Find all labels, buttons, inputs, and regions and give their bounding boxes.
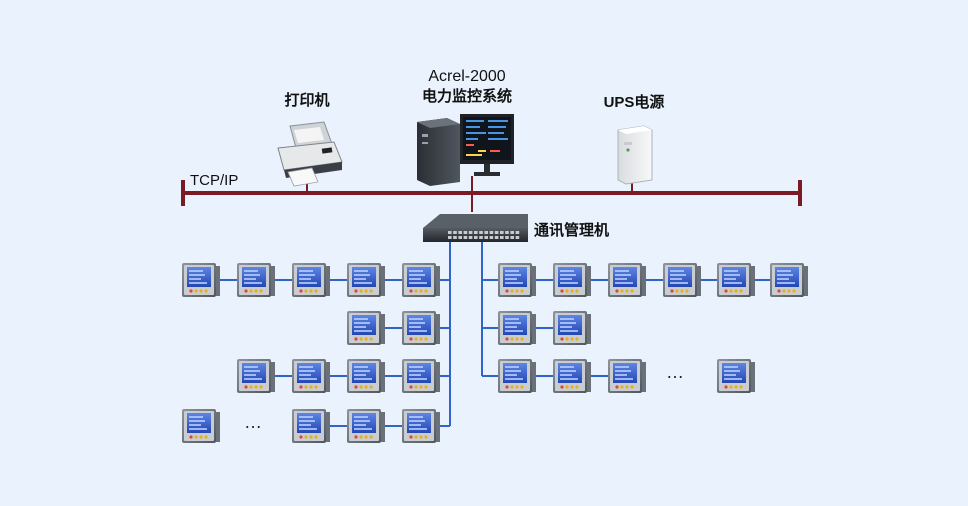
power-meter-icon — [292, 409, 330, 443]
power-meter-icon — [553, 263, 591, 297]
power-meter-icon — [402, 359, 440, 393]
tcp-ip-bus — [181, 180, 802, 206]
power-meter-icon — [402, 409, 440, 443]
switch-port — [448, 231, 452, 234]
monitor-icon — [460, 114, 514, 176]
power-meter-icon — [292, 359, 330, 393]
switch-port — [515, 231, 520, 234]
power-meter-icon — [237, 359, 275, 393]
switch-label: 通讯管理机 — [534, 222, 610, 239]
power-meter-icon — [347, 359, 385, 393]
printer-icon — [277, 121, 343, 187]
switch-port — [494, 236, 499, 239]
computer-icon — [417, 118, 460, 186]
ellipsis-left: … — [244, 412, 263, 432]
switch-port — [468, 231, 473, 234]
switch-port — [479, 236, 483, 239]
switch-port — [458, 231, 462, 234]
switch-port — [484, 231, 488, 234]
switch-port — [484, 236, 488, 239]
power-meter-icon — [347, 263, 385, 297]
power-meter-icon — [237, 263, 275, 297]
ellipsis-right: … — [666, 362, 685, 382]
switch-port — [479, 231, 483, 234]
power-meter-icon — [402, 263, 440, 297]
power-meter-icon — [182, 409, 220, 443]
power-meter-icon — [347, 409, 385, 443]
power-meter-icon — [717, 263, 755, 297]
switch-port — [448, 236, 452, 239]
switch-port — [463, 236, 468, 239]
switch-port — [494, 231, 499, 234]
system-label-line2: 电力监控系统 — [421, 88, 513, 105]
power-meter-icon — [498, 311, 536, 345]
tcp-ip-label: TCP/IP — [190, 172, 239, 189]
power-meter-icon — [498, 263, 536, 297]
switch-port — [463, 231, 468, 234]
power-meter-icon — [498, 359, 536, 393]
ups-label: UPS电源 — [603, 94, 665, 111]
power-meter-icon — [608, 263, 646, 297]
switch-port — [453, 236, 457, 239]
switch-port — [468, 236, 473, 239]
switch-icon — [423, 214, 528, 242]
switch-port — [505, 231, 509, 234]
power-meter-icon — [553, 359, 591, 393]
switch-port — [515, 236, 520, 239]
printer-label: 打印机 — [284, 92, 330, 109]
power-meter-icon — [402, 311, 440, 345]
power-meters — [182, 263, 808, 443]
switch-port — [489, 236, 494, 239]
power-meter-icon — [553, 311, 591, 345]
power-meter-icon — [347, 311, 385, 345]
power-meter-icon — [717, 359, 755, 393]
switch-port — [489, 231, 494, 234]
switch-port — [510, 236, 514, 239]
switch-port — [500, 236, 504, 239]
power-meter-icon — [608, 359, 646, 393]
system-label-line1: Acrel-2000 — [428, 68, 506, 85]
power-meter-icon — [770, 263, 808, 297]
switch-port — [453, 231, 457, 234]
switch-port — [505, 236, 509, 239]
switch-port — [458, 236, 462, 239]
switch-port — [500, 231, 504, 234]
power-meter-icon — [292, 263, 330, 297]
power-meter-icon — [663, 263, 701, 297]
switch-port — [510, 231, 514, 234]
power-meter-icon — [182, 263, 220, 297]
ups-icon — [617, 125, 653, 185]
switch-port — [474, 236, 478, 239]
switch-port — [474, 231, 478, 234]
